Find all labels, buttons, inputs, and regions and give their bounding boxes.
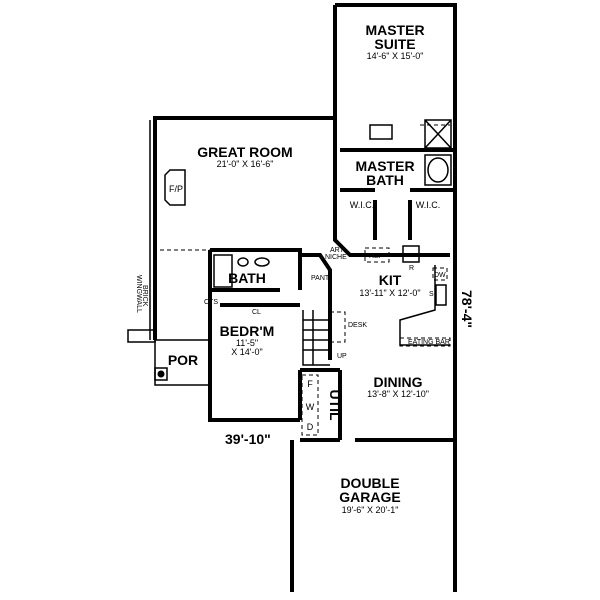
- utility-label: UTIL: [327, 389, 343, 421]
- bedroom-size-1: 11'-5": [236, 338, 258, 348]
- desk-label: DESK: [348, 322, 367, 329]
- range: [402, 245, 420, 263]
- toilet: [237, 257, 249, 267]
- great-room-label: GREAT ROOM: [197, 144, 292, 160]
- garage-label: DOUBLE: [340, 475, 399, 491]
- bedroom-label: BEDR'M: [220, 323, 275, 339]
- dining-size: 13'-8" X 12'-10": [367, 389, 429, 399]
- eating-bar-label: EATING BAR: [408, 339, 450, 346]
- vanity-sink: [369, 124, 393, 140]
- depth-dimension: 78'-4": [459, 290, 475, 328]
- great-room-size: 21'-0" X 16'-6": [217, 159, 274, 169]
- bathtub: [213, 254, 233, 288]
- kitchen-size: 13'-11" X 12'-0": [359, 288, 420, 298]
- kitchen-sink: [435, 284, 447, 306]
- garage-label-2: GARAGE: [339, 489, 400, 505]
- sink-label: S: [429, 291, 434, 298]
- fireplace-label: F/P: [169, 184, 183, 194]
- kitchen-counter: [399, 265, 450, 346]
- niche-label: NICHE: [325, 254, 347, 261]
- art-niche-label: ART: [330, 247, 345, 254]
- master-tub-basin: [427, 157, 449, 183]
- laundry-closet: [301, 374, 319, 436]
- master-bath-label-2: BATH: [366, 172, 404, 188]
- exterior-walls: [153, 3, 457, 592]
- wic-left-label: W.I.C.: [350, 200, 375, 210]
- pantry-label: PANT.: [311, 275, 330, 282]
- laundry-d-label: D: [307, 422, 314, 432]
- column-dot: [157, 370, 165, 378]
- dishwasher-label: DW: [434, 272, 446, 279]
- dishwasher: [432, 267, 448, 281]
- wic-right-label: W.I.C.: [416, 200, 441, 210]
- closet-label: CL: [252, 309, 261, 316]
- brick-wingwall: [127, 120, 156, 343]
- stairs: [302, 310, 330, 366]
- bath-label: BATH: [228, 270, 266, 286]
- porch-column: [154, 367, 168, 381]
- sink: [254, 257, 270, 267]
- ref-label: REF: [369, 253, 383, 260]
- master-suite-label-2: SUITE: [374, 36, 415, 52]
- cts-label: CTS: [204, 299, 218, 306]
- width-dimension: 39'-10": [225, 431, 271, 447]
- kitchen-label: KIT: [379, 272, 402, 288]
- laundry-w-label: W: [306, 402, 315, 412]
- fireplace: [164, 169, 186, 206]
- laundry-f-label: F: [307, 379, 313, 389]
- refrigerator: [364, 247, 390, 263]
- master-tub: [424, 154, 452, 186]
- shower: [424, 119, 452, 149]
- range-label: R: [409, 265, 414, 272]
- desk: [329, 311, 346, 343]
- master-bath-label: MASTER: [355, 158, 414, 174]
- brick-label: BRICK: [141, 285, 148, 307]
- dining-label: DINING: [374, 374, 423, 390]
- garage-size: 19'-6" X 20'-1": [342, 505, 399, 515]
- bedroom-size-2: X 14'-0": [231, 347, 262, 357]
- wingwall-label: WINGWALL: [135, 275, 142, 313]
- master-suite-label: MASTER: [365, 22, 424, 38]
- stairs-up-label: UP: [337, 353, 347, 360]
- eating-bar: [399, 337, 451, 347]
- master-suite-size: 14'-6" X 15'-0": [367, 51, 424, 61]
- porch-label: POR: [168, 352, 198, 368]
